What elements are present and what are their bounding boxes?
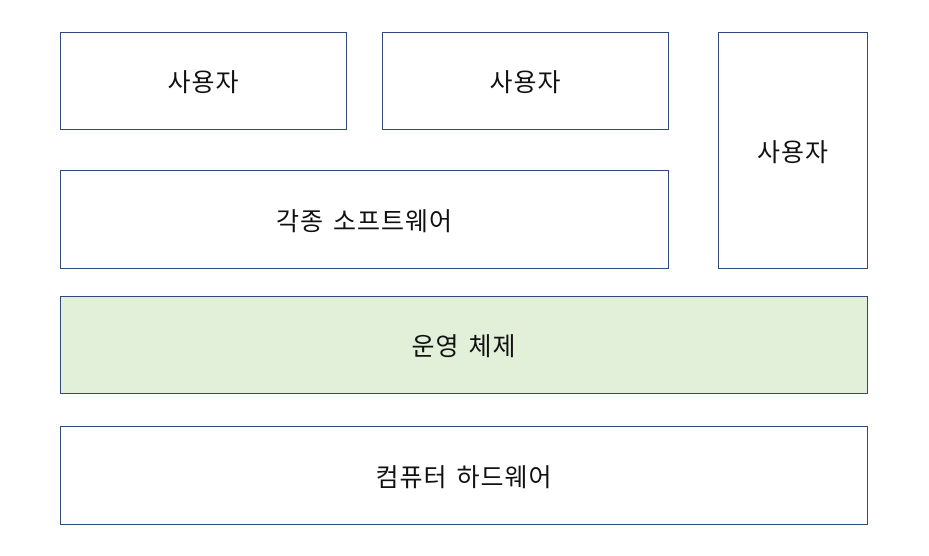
user-box-3: 사용자 [718, 32, 868, 269]
user-box-2-label: 사용자 [489, 68, 562, 97]
operating-system-box: 운영 체제 [60, 296, 868, 394]
software-box: 각종 소프트웨어 [60, 170, 669, 269]
user-box-2: 사용자 [382, 32, 669, 130]
hardware-box: 컴퓨터 하드웨어 [60, 426, 868, 525]
user-box-3-label: 사용자 [756, 137, 829, 167]
software-label: 각종 소프트웨어 [276, 206, 453, 236]
user-box-1: 사용자 [60, 32, 347, 130]
user-box-1-label: 사용자 [167, 68, 240, 97]
operating-system-label: 운영 체제 [411, 332, 517, 361]
hardware-label: 컴퓨터 하드웨어 [375, 462, 553, 492]
